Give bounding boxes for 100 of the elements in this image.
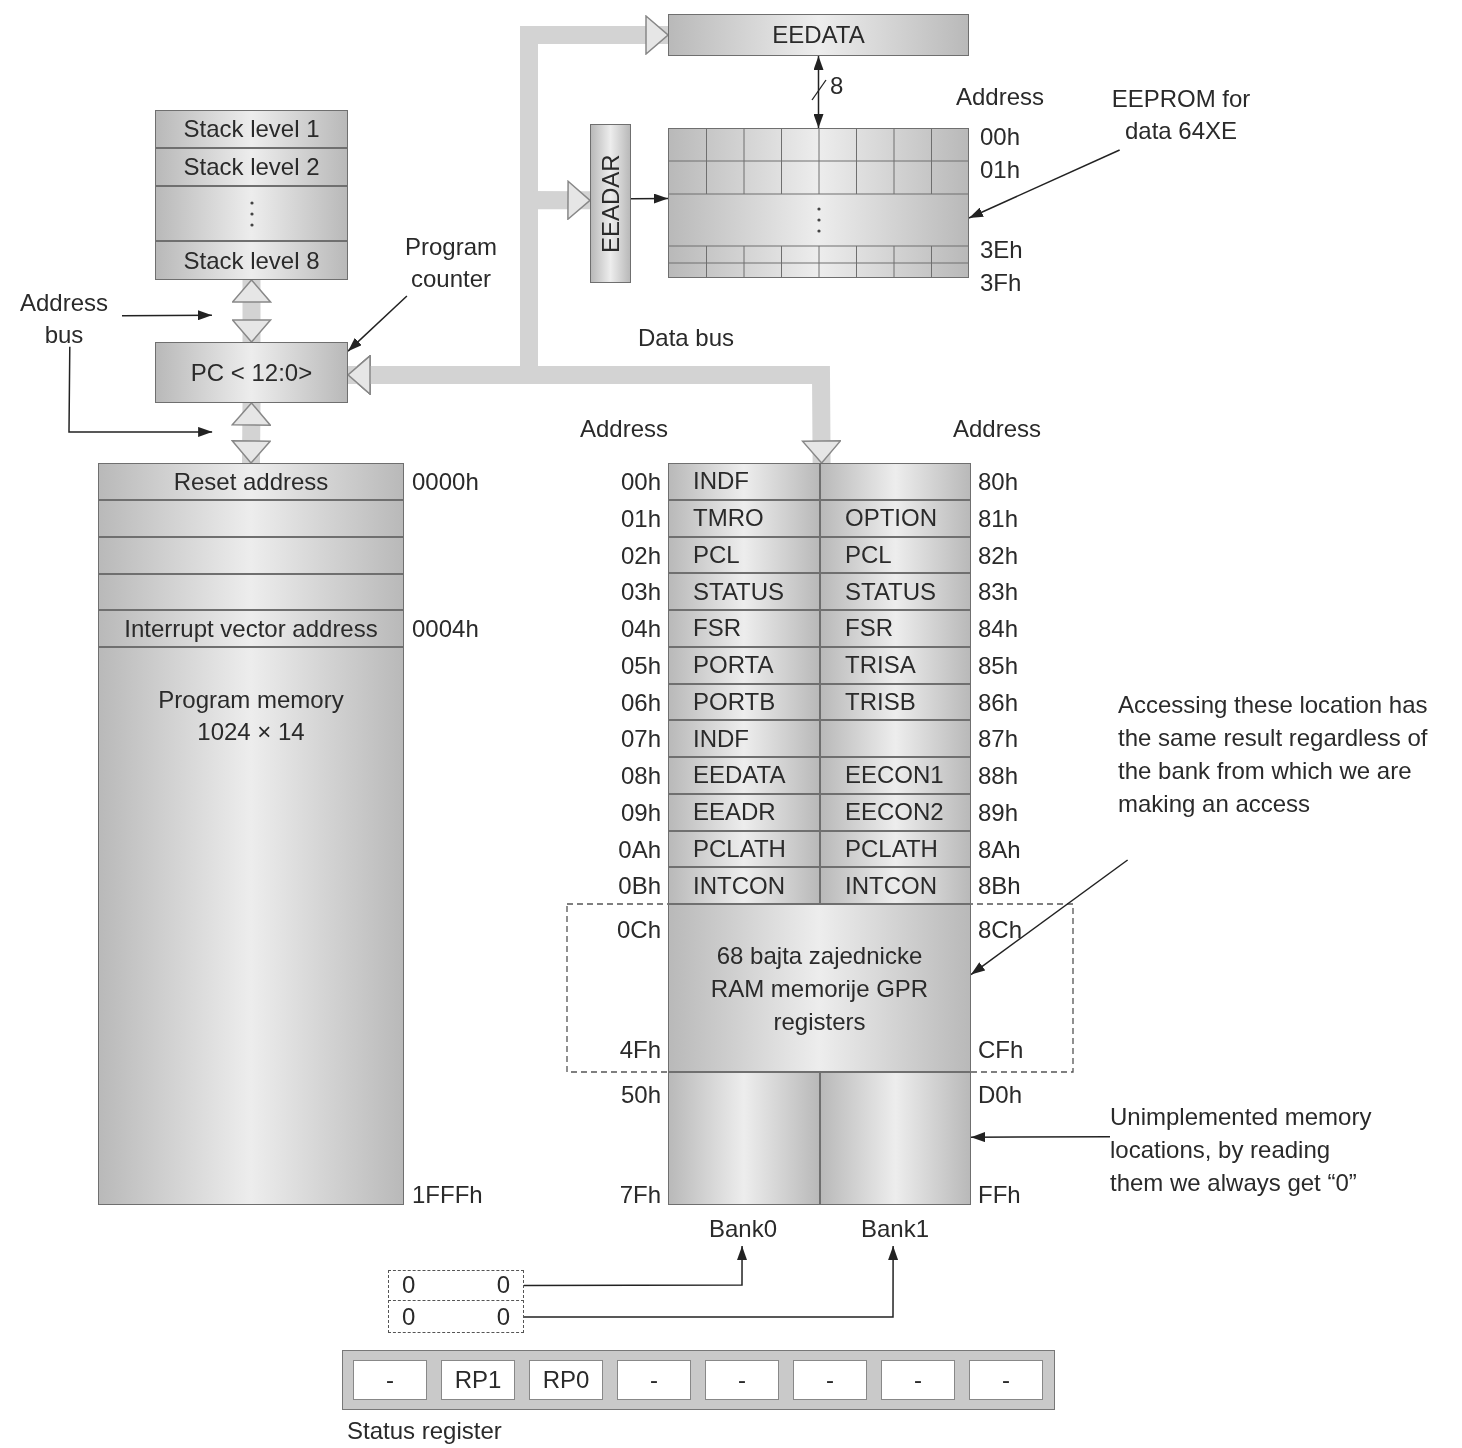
double-arrow bbox=[231, 279, 272, 343]
bit-value: 0 bbox=[496, 1271, 510, 1299]
arrow bbox=[121, 310, 213, 321]
memory-region: 68 bajta zajednicke RAM memorije GPR registers bbox=[668, 904, 971, 1072]
address-label: 82h bbox=[978, 541, 1019, 570]
register-caption: Status register bbox=[347, 1417, 502, 1445]
address-label: 00h bbox=[620, 468, 661, 496]
address-label: 0Ah bbox=[618, 835, 661, 864]
bit-value: 0 bbox=[496, 1303, 510, 1331]
address-label: 1FFFh bbox=[412, 1181, 483, 1209]
address-label: 07h bbox=[620, 725, 661, 754]
address-label: 4Fh bbox=[619, 1036, 661, 1064]
memory-region bbox=[668, 1072, 820, 1205]
address-label: FFh bbox=[978, 1181, 1021, 1209]
address-label: 02h bbox=[620, 541, 661, 570]
callout-text: Program counter bbox=[388, 230, 514, 296]
address-label: 05h bbox=[620, 651, 661, 680]
address-label: 50h bbox=[620, 1081, 661, 1109]
address-label: 81h bbox=[978, 504, 1019, 533]
stack-cell: Stack level 2 bbox=[155, 148, 348, 186]
stack-column bbox=[155, 110, 348, 280]
register-cell: PCLATH bbox=[820, 830, 971, 868]
register-cell: EECON1 bbox=[820, 757, 971, 794]
register-box: EEADAR bbox=[590, 124, 631, 283]
register-cell: PORTB bbox=[668, 683, 820, 721]
register-cell: TMRO bbox=[668, 499, 820, 537]
arrow bbox=[523, 1245, 748, 1287]
memory-row bbox=[98, 574, 404, 610]
register-cell: EEADR bbox=[668, 793, 820, 831]
double-arrow bbox=[231, 402, 272, 464]
memory-array bbox=[668, 128, 969, 278]
register-box: EEDATA bbox=[668, 14, 969, 56]
memory-row: Interrupt vector address bbox=[98, 610, 404, 647]
address-label: 0Bh bbox=[618, 872, 661, 901]
address-label: 80h bbox=[978, 468, 1019, 496]
address-label: 8Ah bbox=[978, 835, 1021, 864]
bit-cell: RP1 bbox=[441, 1360, 515, 1400]
address-label: 0000h bbox=[412, 468, 479, 496]
register-cell: INTCON bbox=[820, 867, 971, 904]
address-label: 88h bbox=[978, 762, 1019, 790]
address-label: D0h bbox=[978, 1081, 1023, 1109]
register-box: PC < 12:0> bbox=[155, 342, 348, 403]
bit-table bbox=[388, 1270, 524, 1333]
memory-region: Program memory 1024 × 14 bbox=[98, 647, 404, 1205]
register-cell: STATUS bbox=[820, 573, 971, 610]
address-label: 87h bbox=[978, 725, 1019, 754]
address-label: 3Fh bbox=[980, 269, 1022, 297]
address-label: 84h bbox=[978, 615, 1019, 643]
register-cell: TRISB bbox=[820, 683, 971, 721]
address-label: 86h bbox=[978, 688, 1019, 717]
address-label: 04h bbox=[620, 615, 661, 643]
leader-line bbox=[347, 295, 408, 352]
column-heading: Address bbox=[956, 83, 1045, 111]
address-label: 89h bbox=[978, 798, 1019, 827]
register-cell: PORTA bbox=[668, 646, 820, 684]
memory-row bbox=[98, 537, 404, 574]
column-heading: Address bbox=[580, 415, 669, 443]
memory-region bbox=[820, 1072, 971, 1205]
register-cell: INDF bbox=[668, 463, 820, 500]
address-label: 01h bbox=[980, 156, 1021, 184]
stack-cell bbox=[155, 186, 348, 241]
register-file bbox=[668, 463, 971, 1205]
address-label: 09h bbox=[620, 798, 661, 827]
bit-value: 0 bbox=[402, 1271, 416, 1299]
address-label: 85h bbox=[978, 651, 1019, 680]
register-cell: FSR bbox=[668, 610, 820, 647]
register-cell: PCL bbox=[820, 536, 971, 574]
bit-cell: - bbox=[353, 1360, 427, 1400]
address-label: 8Bh bbox=[978, 872, 1021, 901]
address-label: 8Ch bbox=[978, 916, 1023, 944]
memory-column bbox=[98, 463, 404, 1205]
address-label: 01h bbox=[620, 504, 661, 533]
callout-text: Accessing these location has the same result regardless of the bank from which we are making an access bbox=[1118, 688, 1438, 860]
register-cell bbox=[820, 463, 971, 500]
register-cell: STATUS bbox=[668, 573, 820, 610]
callout-text: EEPROM for data 64XE bbox=[1088, 80, 1274, 150]
arrow bbox=[523, 1245, 899, 1318]
register-cell: TRISA bbox=[820, 646, 971, 684]
bit-value: 0 bbox=[402, 1303, 416, 1331]
bit-cell: RP0 bbox=[529, 1360, 603, 1400]
register-cell bbox=[820, 720, 971, 757]
register-cell: INDF bbox=[668, 720, 820, 757]
address-label: 7Fh bbox=[619, 1181, 661, 1209]
address-label: 03h bbox=[620, 578, 661, 607]
register-cell: OPTION bbox=[820, 499, 971, 537]
stack-cell: Stack level 8 bbox=[155, 241, 348, 280]
leader-line bbox=[970, 859, 1129, 976]
bit-cell: - bbox=[617, 1360, 691, 1400]
address-label: 08h bbox=[620, 762, 661, 790]
callout-text: Unimplemented memory locations, by reading them we always get “0” bbox=[1110, 1100, 1380, 1236]
arrow bbox=[813, 55, 824, 129]
bank-label: Bank0 bbox=[696, 1212, 790, 1246]
arrow bbox=[630, 193, 669, 204]
register-cell: INTCON bbox=[668, 867, 820, 904]
leader-line bbox=[970, 1132, 1111, 1143]
memory-row: Reset address bbox=[98, 463, 404, 500]
memory-row bbox=[98, 500, 404, 537]
bit-cell: - bbox=[969, 1360, 1043, 1400]
register-cell: PCL bbox=[668, 536, 820, 574]
address-label: CFh bbox=[978, 1036, 1024, 1064]
